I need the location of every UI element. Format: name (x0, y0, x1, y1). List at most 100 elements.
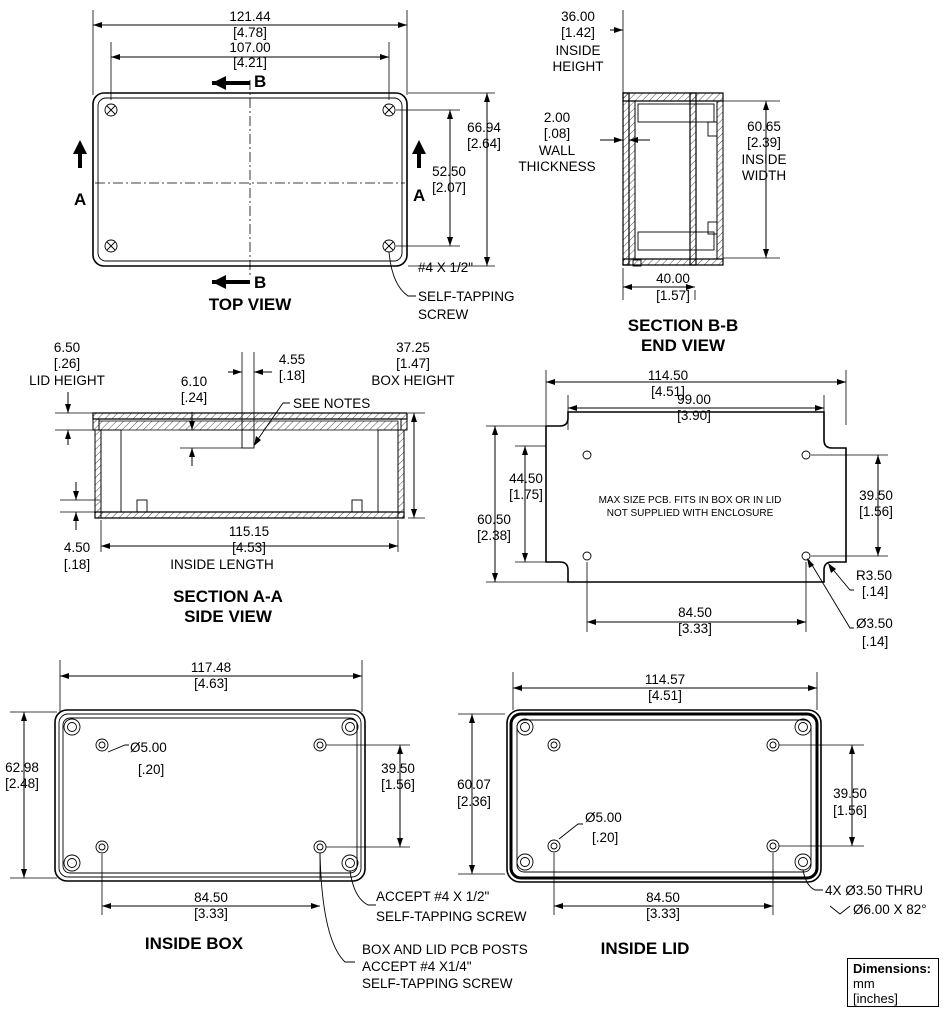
side-lid-height-label: LID HEIGHT (29, 373, 105, 388)
countersink-symbol-icon (829, 905, 851, 915)
side-post-width-in: [.18] (279, 368, 305, 383)
pcb-note-1: MAX SIZE PCB. FITS IN BOX OR IN LID (599, 495, 782, 506)
pcb-width-in: [4.51] (651, 384, 685, 399)
ibox-hole-bottom-in: [3.33] (194, 906, 228, 921)
top-overall-width: 121.44 (229, 9, 271, 24)
section-bb-title: SECTION B-B (628, 316, 739, 335)
end-inside-width: 60.65 (747, 119, 781, 134)
side-base-height-in: [.18] (64, 557, 90, 572)
pcb-notch-in: [1.75] (509, 487, 543, 502)
inside-lid (458, 672, 864, 915)
end-wall-thickness-label-2: THICKNESS (518, 159, 595, 174)
pcb-width: 114.50 (648, 368, 688, 383)
ibox-width-in: [4.63] (194, 676, 228, 691)
end-inside-height-in: [1.42] (561, 25, 595, 40)
end-inside-width-label-1: INSIDE (741, 152, 786, 167)
side-inside-length-label: INSIDE LENGTH (170, 557, 274, 572)
end-inside-height-label-2: HEIGHT (552, 59, 603, 74)
ilid-hole-height: 39.50 (833, 786, 867, 801)
ilid-width: 114.57 (645, 672, 685, 687)
side-post-height-in: [.24] (181, 390, 207, 405)
top-hole-height: 52.50 (432, 164, 466, 179)
side-post-width: 4.55 (279, 352, 305, 367)
ilid-post-diameter: Ø5.00 (585, 810, 622, 825)
ibox-posts-note-1: BOX AND LID PCB POSTS (362, 942, 528, 957)
end-inside-height: 36.00 (561, 9, 595, 24)
pcb-radius-in: [.14] (862, 584, 888, 599)
side-post-height: 6.10 (181, 374, 207, 389)
ibox-accept-note-1: ACCEPT #4 X 1/2" (376, 889, 490, 904)
end-wall-thickness-in: [.08] (544, 126, 570, 141)
pcb-height-in: [2.38] (477, 528, 511, 543)
section-marker-a-left: A (74, 190, 86, 209)
ilid-hole-height-in: [1.56] (833, 803, 867, 818)
legend-title: Dimensions: (853, 961, 932, 976)
side-inside-length: 115.15 (229, 524, 269, 539)
side-box-height-label: BOX HEIGHT (371, 373, 454, 388)
side-box-height-in: [1.47] (396, 356, 430, 371)
end-wall-thickness: 2.00 (544, 110, 570, 125)
ibox-posts-note-3: SELF-TAPPING SCREW (362, 976, 513, 991)
side-view (55, 352, 425, 552)
end-width-in: [1.57] (656, 288, 690, 303)
pcb-radius: R3.50 (856, 568, 892, 583)
legend-unit-mm: mm (853, 976, 875, 991)
ilid-height-in: [2.36] (457, 794, 491, 809)
top-hole-width: 107.00 (229, 40, 270, 55)
top-hole-width-in: [4.21] (233, 55, 267, 70)
ibox-post-diameter: Ø5.00 (130, 740, 167, 755)
top-screw-note-1: #4 X 1/2" (418, 260, 473, 275)
ilid-thru-note-1: 4X Ø3.50 THRU (825, 883, 923, 898)
top-view-title: TOP VIEW (209, 295, 292, 314)
ibox-accept-note-2: SELF-TAPPING SCREW (376, 909, 527, 924)
ilid-width-in: [4.51] (648, 688, 682, 703)
ibox-post-diameter-in: [.20] (138, 762, 164, 777)
end-view-title: END VIEW (641, 336, 726, 355)
pcb-hole-height: 39.50 (859, 488, 893, 503)
ilid-thru-note-2: Ø6.00 X 82° (853, 902, 927, 917)
ibox-hole-bottom: 84.50 (194, 890, 228, 905)
inside-box (10, 660, 410, 963)
side-inside-length-in: [4.53] (232, 540, 266, 555)
end-inside-width-in: [2.39] (747, 135, 781, 150)
top-screw-note-3: SCREW (418, 307, 469, 322)
pcb-height: 60.50 (477, 512, 511, 527)
pcb-hole-bottom-in: [3.33] (678, 621, 712, 636)
end-inside-height-label-1: INSIDE (555, 43, 600, 58)
pcb-hole-diameter: Ø3.50 (856, 616, 893, 631)
side-view-title: SIDE VIEW (184, 607, 273, 626)
ilid-post-diameter-in: [.20] (592, 830, 618, 845)
ibox-width: 117.48 (191, 660, 231, 675)
pcb-hole-bottom: 84.50 (678, 605, 712, 620)
inside-box-title: INSIDE BOX (145, 934, 244, 953)
top-view (73, 10, 495, 297)
ilid-height: 60.07 (457, 777, 491, 792)
top-overall-width-in: [4.78] (233, 25, 267, 40)
side-lid-height: 6.50 (54, 340, 80, 355)
ilid-hole-bottom: 84.50 (646, 890, 680, 905)
end-inside-width-label-2: WIDTH (742, 168, 786, 183)
top-overall-height-in: [2.64] (467, 136, 501, 151)
side-base-height: 4.50 (64, 540, 90, 555)
side-see-notes: SEE NOTES (293, 396, 370, 411)
top-overall-height: 66.94 (467, 120, 501, 135)
ibox-height: 62.98 (5, 760, 39, 775)
pcb-notch: 44.50 (509, 471, 543, 486)
section-aa-title: SECTION A-A (173, 587, 283, 606)
ibox-hole-height-in: [1.56] (381, 777, 415, 792)
pcb-note-2: NOT SUPPLIED WITH ENCLOSURE (607, 508, 774, 519)
end-wall-thickness-label-1: WALL (539, 143, 576, 158)
dimensions-legend: Dimensions: mm [inches] (847, 958, 939, 1007)
legend-unit-inches: [inches] (853, 991, 898, 1006)
pcb-hole-height-in: [1.56] (859, 504, 893, 519)
side-box-height: 37.25 (396, 340, 430, 355)
ibox-posts-note-2: ACCEPT #4 X1/4" (362, 959, 472, 974)
pcb-outline (486, 370, 888, 632)
section-marker-b-top: B (254, 72, 266, 91)
ibox-hole-height: 39.50 (381, 761, 415, 776)
ilid-hole-bottom-in: [3.33] (646, 906, 680, 921)
screw-icon (104, 103, 396, 253)
top-hole-height-in: [2.07] (432, 180, 466, 195)
pcb-post-icon (547, 738, 780, 853)
